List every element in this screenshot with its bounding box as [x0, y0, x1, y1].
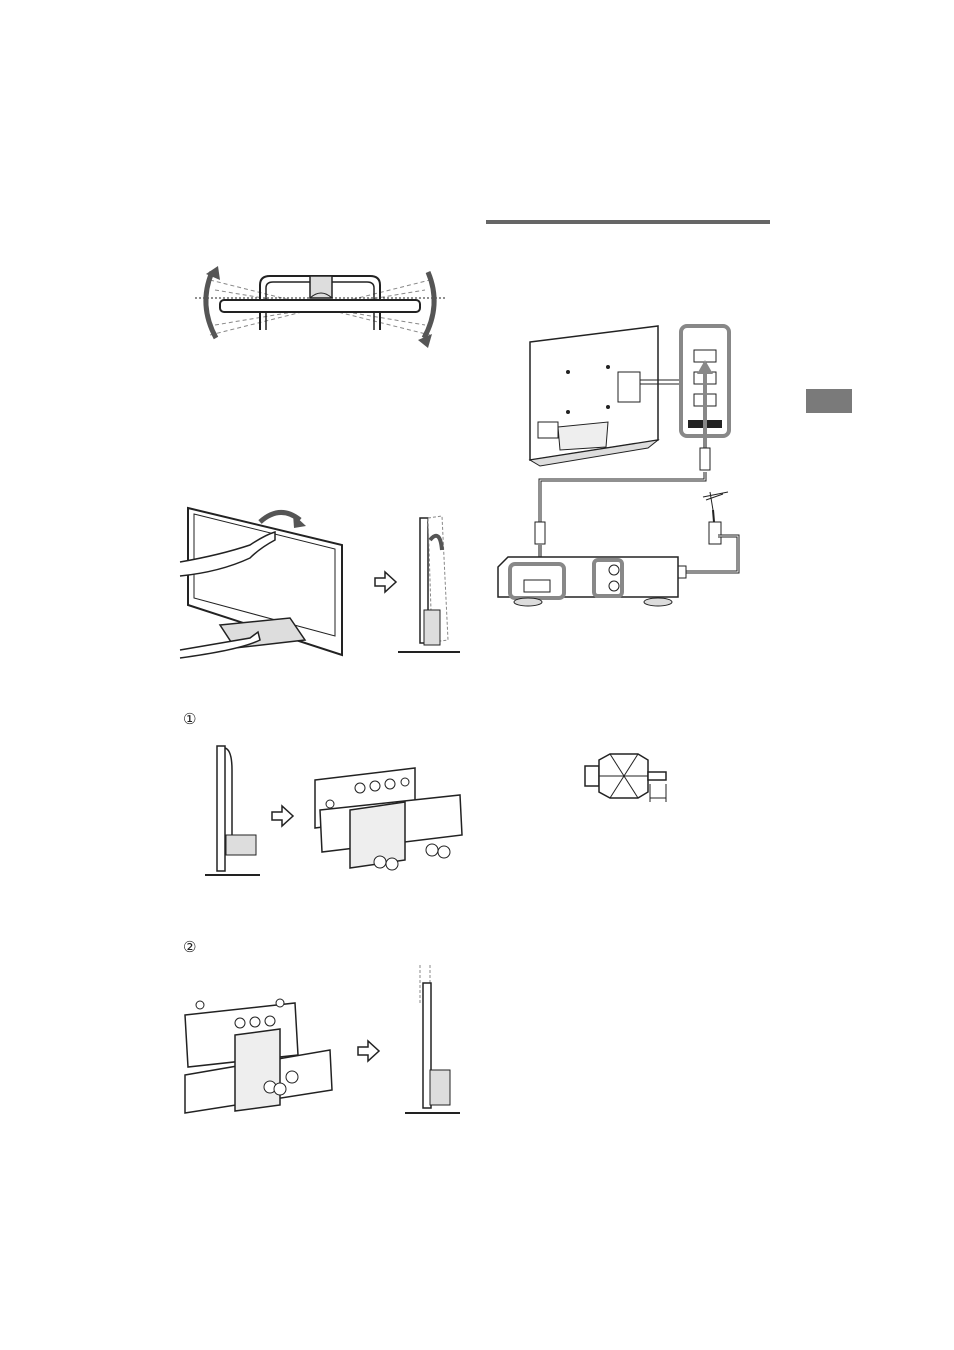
coaxial-plug-diagram: [580, 750, 680, 810]
antenna-hdmi-connection-diagram: [498, 322, 748, 612]
section-rule: [486, 220, 770, 224]
tilt-screen-diagram: [180, 500, 465, 660]
bracket-screw-removal-diagram: [200, 740, 465, 880]
swivel-range-diagram: [190, 260, 450, 360]
bracket-screw-attach-diagram: [180, 965, 465, 1120]
step-1-label: ①: [183, 710, 196, 728]
step-2-label: ②: [183, 938, 196, 956]
chapter-tab: [806, 389, 852, 413]
